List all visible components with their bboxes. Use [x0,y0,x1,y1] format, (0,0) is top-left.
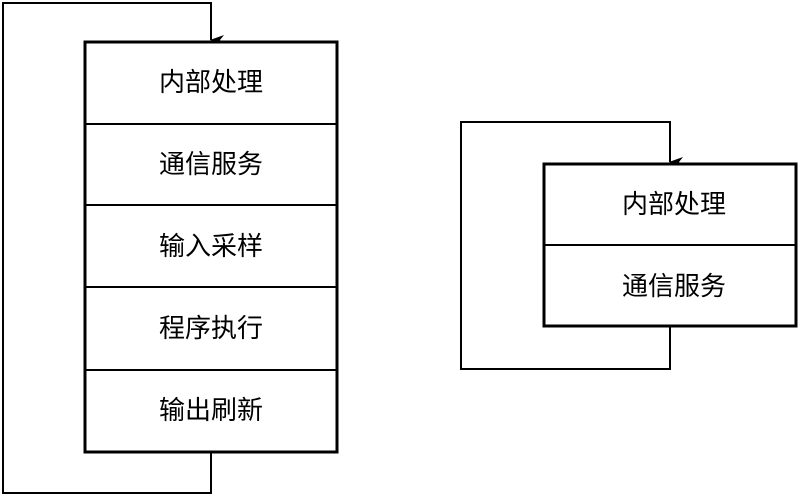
left-stage-output-refresh: 输出刷新 [159,396,263,426]
right-cycle-loop-line [460,121,683,370]
left-stage-input-sampling: 输入采样 [159,232,263,262]
right-stage-communication-service: 通信服务 [622,272,726,302]
left-stage-program-execution: 程序执行 [159,314,263,344]
left-stage-communication-service: 通信服务 [159,150,263,180]
left-stage-internal-processing: 内部处理 [159,68,263,98]
left-cycle-box [83,40,339,454]
right-stage-internal-processing: 内部处理 [622,190,726,220]
left-cycle-loop-line [2,2,224,494]
